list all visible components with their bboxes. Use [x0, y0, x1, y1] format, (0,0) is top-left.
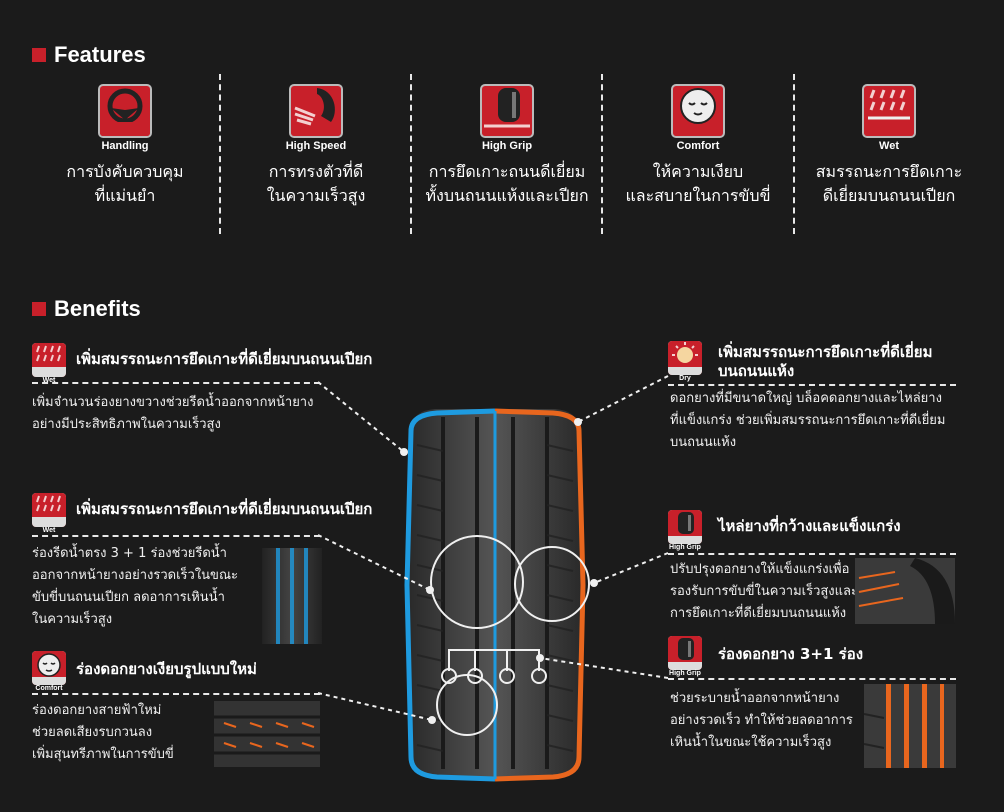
wet-outline	[404, 408, 496, 782]
benefit-desc: ช่วยระบายน้ำออกจากหน้ายางอย่างรวดเร็ว ทำ…	[670, 691, 853, 750]
features-heading: Features	[32, 42, 146, 68]
benefit-divider	[668, 384, 956, 386]
feature-divider	[601, 74, 603, 234]
feature-comfort: Comfort ให้ความเงียบและสบายในการขับขี่	[608, 84, 788, 208]
grooves-thumbnail	[864, 684, 956, 768]
benefit-desc: ร่องรีดน้ำตรง 3 + 1 ร่องช่วยรีดน้ำออกจาก…	[32, 546, 238, 627]
benefit-title: เพิ่มสมรรถนะการยึดเกาะที่ดีเยี่ยมบนถนนเป…	[76, 350, 373, 368]
feature-desc: การบังคับควบคุมที่แม่นยำ	[66, 162, 184, 205]
feature-divider	[410, 74, 412, 234]
rain-icon	[32, 343, 66, 377]
benefit-title: ร่องดอกยางเงียบรูปแบบใหม่	[76, 660, 257, 678]
feature-high-grip: High Grip การยึดเกาะถนนดีเยี่ยมทั้งบนถนน…	[417, 84, 597, 208]
grip-tire-icon	[668, 510, 702, 544]
rain-icon	[32, 493, 66, 527]
benefit-divider	[32, 382, 320, 384]
feature-desc: สมรรถนะการยึดเกาะดีเยี่ยมบนถนนเปียก	[815, 162, 963, 205]
sun-dry-icon	[668, 341, 702, 375]
section-marker-icon	[32, 302, 46, 316]
comfort-face-icon	[671, 84, 725, 138]
feature-desc: ให้ความเงียบและสบายในการขับขี่	[625, 162, 771, 205]
benefit-divider	[32, 535, 320, 537]
grip-tire-icon	[480, 84, 534, 138]
feature-divider	[219, 74, 221, 234]
tread-pattern-thumbnail	[214, 701, 320, 767]
benefit-desc: เพิ่มจำนวนร่องยางขวางช่วยรีดน้ำออกจากหน้…	[32, 395, 314, 432]
feature-divider	[793, 74, 795, 234]
benefit-divider	[32, 693, 320, 695]
benefit-title: เพิ่มสมรรถนะการยึดเกาะที่ดีเยี่ยมบนถนนเป…	[76, 500, 373, 518]
benefits-heading: Benefits	[32, 296, 141, 322]
comfort-face-icon	[32, 651, 66, 685]
feature-wet: Wet สมรรถนะการยึดเกาะดีเยี่ยมบนถนนเปียก	[799, 84, 979, 208]
benefit-title: ร่องดอกยาง 3+1 ร่อง	[718, 645, 864, 663]
benefit-divider	[668, 678, 956, 680]
benefit-title: เพิ่มสมรรถนะการยึดเกาะที่ดีเยี่ยมบนถนนแห…	[718, 343, 933, 380]
benefit-divider	[668, 553, 956, 555]
tire-illustration	[404, 408, 590, 782]
rain-icon	[862, 84, 916, 138]
speed-tire-icon	[289, 84, 343, 138]
feature-high-speed: High Speed การทรงตัวที่ดีในความเร็วสูง	[226, 84, 406, 208]
section-marker-icon	[32, 48, 46, 62]
dry-outline	[494, 408, 586, 782]
benefit-desc: ดอกยางที่มีขนาดใหญ่ บล็อคดอกยางและไหล่ยา…	[670, 391, 946, 450]
tread-groove-thumbnail	[262, 548, 322, 644]
feature-desc: การทรงตัวที่ดีในความเร็วสูง	[266, 162, 366, 205]
benefit-desc: ร่องดอกยางสายฟ้าใหม่ช่วยลดเสียงรบกวนลงเพ…	[32, 703, 174, 762]
feature-handling: Handling การบังคับควบคุมที่แม่นยำ	[35, 84, 215, 208]
feature-desc: การยึดเกาะถนนดีเยี่ยมทั้งบนถนนแห้งและเปี…	[425, 162, 589, 205]
steering-wheel-icon	[98, 84, 152, 138]
grip-tire-icon	[668, 636, 702, 670]
benefit-title: ไหล่ยางที่กว้างและแข็งแกร่ง	[718, 517, 901, 535]
shoulder-thumbnail	[855, 558, 955, 624]
benefit-desc: ปรับปรุงดอกยางให้แข็งแกร่งเพื่อรองรับการ…	[670, 562, 858, 621]
